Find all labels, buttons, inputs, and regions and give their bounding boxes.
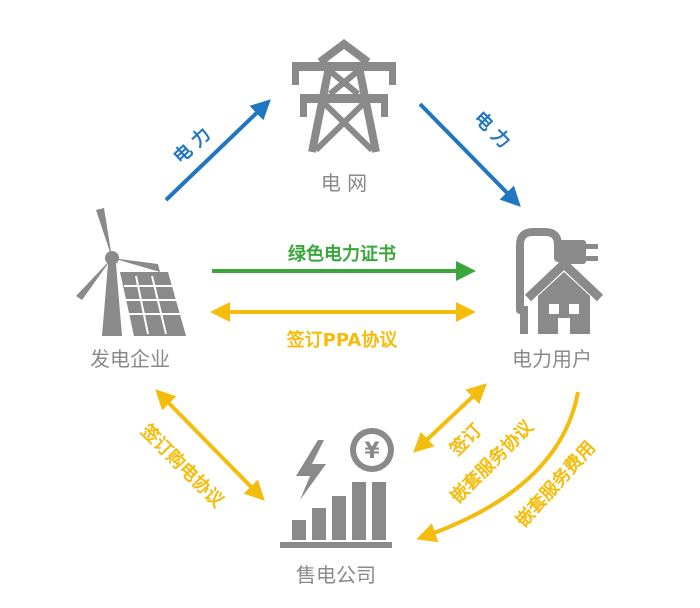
service-agreement-arrow: [413, 383, 487, 453]
service-agreement-label-2: 嵌套服务协议: [446, 415, 539, 508]
generator-label: 发电企业: [90, 347, 170, 371]
coin-symbol: ¥: [364, 439, 380, 464]
power-label-grid-to-consumer: 电 力: [470, 107, 515, 152]
bar-chart-coin-icon: ¥: [280, 428, 394, 548]
service-agreement-label-1: 签订: [445, 419, 487, 461]
grid-label: 电 网: [321, 171, 367, 195]
green-cert-label: 绿色电力证书: [288, 243, 396, 265]
retailer-label: 售电公司: [296, 563, 376, 587]
power-arrow-grid-to-consumer: [418, 102, 521, 207]
house-plug-icon: [516, 228, 604, 334]
power-arrow-gen-to-grid: [164, 99, 271, 202]
purchase-agreement-label: 签订购电协议: [136, 419, 229, 512]
transmission-tower-icon: [292, 39, 396, 153]
purchase-agreement-arrow: [155, 389, 265, 501]
ppa-label: 签订PPA协议: [286, 329, 399, 351]
wind-solar-icon: [76, 208, 186, 336]
service-fee-arrow: [416, 391, 580, 543]
consumer-label: 电力用户: [512, 347, 592, 371]
